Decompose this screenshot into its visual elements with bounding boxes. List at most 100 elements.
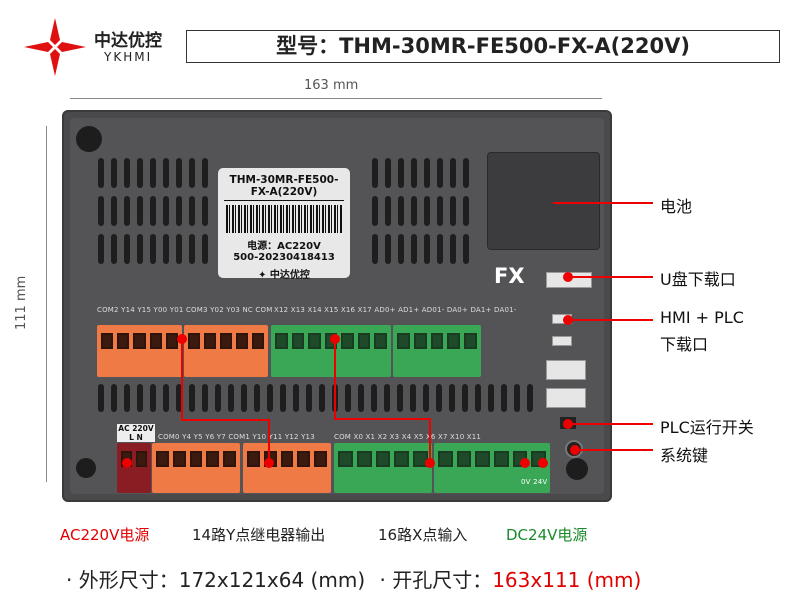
vent-slot <box>228 384 234 412</box>
callout-line <box>181 419 269 421</box>
callout-dot <box>520 458 530 468</box>
vent-slot <box>267 384 273 412</box>
vent-slot <box>98 384 104 412</box>
vent-slot <box>475 384 481 412</box>
vent-slot <box>163 158 169 188</box>
sticker-power: 电源：AC220V <box>247 241 321 252</box>
vent-slot <box>293 384 299 412</box>
vent-slot <box>423 384 429 412</box>
vent-slot <box>202 384 208 412</box>
vent-slot <box>150 196 156 226</box>
vent-slot <box>124 234 130 264</box>
vent-slot <box>124 158 130 188</box>
ac-label: AC 220V <box>118 424 154 433</box>
vent-slot <box>163 384 169 412</box>
vent-slot <box>449 384 455 412</box>
label-ac-power: AC220V电源 <box>60 526 150 544</box>
height-dim-line <box>46 126 47 482</box>
vent-slot <box>254 384 260 412</box>
sticker-brand: ✦ 中达优控 <box>258 270 310 281</box>
vent-slot <box>280 384 286 412</box>
vent-slot <box>98 196 104 226</box>
callout-dot <box>330 334 340 344</box>
vent-slot <box>488 384 494 412</box>
callout-line <box>568 276 653 278</box>
vent-slot <box>189 384 195 412</box>
outer-size-value: 172x121x64 (mm) <box>178 568 366 592</box>
brand-en: YKHMI <box>104 50 153 64</box>
vent-slot <box>463 158 469 188</box>
vent-slot <box>137 158 143 188</box>
mount-hole <box>566 458 588 480</box>
callout-dot <box>563 272 573 282</box>
vent-slot <box>189 196 195 226</box>
sticker-model: THM-30MR-FE500-FX-A(220V) <box>224 174 344 201</box>
callout-battery: 电池 <box>660 197 693 216</box>
vent-slot <box>527 384 533 412</box>
callout-line <box>268 419 270 463</box>
vent-slot <box>398 234 404 264</box>
device-mark: FX <box>494 264 525 288</box>
vent-slot <box>450 158 456 188</box>
callout-line <box>334 340 336 419</box>
logo <box>24 18 86 76</box>
width-dim-line <box>70 98 602 99</box>
vent-slot <box>462 384 468 412</box>
vent-slot <box>111 196 117 226</box>
callout-hmi-plc: HMI + PLC <box>660 308 744 327</box>
product-sticker: THM-30MR-FE500-FX-A(220V) 电源：AC220V 500-… <box>218 168 350 281</box>
vent-slot <box>437 234 443 264</box>
callout-dot <box>264 458 274 468</box>
mini-usb-port-2[interactable] <box>552 336 572 346</box>
mount-hole <box>76 458 96 478</box>
barcode <box>226 205 342 233</box>
callout-line <box>181 340 183 420</box>
dc-pin-label: 0V 24V <box>521 478 548 486</box>
vent-slot <box>385 196 391 226</box>
vent-slot <box>514 384 520 412</box>
label-y-output: 14路Y点继电器输出 <box>192 526 326 544</box>
callout-dot <box>177 334 187 344</box>
rj-port-2[interactable] <box>546 388 586 408</box>
terminal-y-block-2 <box>184 325 268 377</box>
model-title: 型号：THM-30MR-FE500-FX-A(220V) <box>186 30 780 63</box>
vent-slot <box>411 158 417 188</box>
outer-size-label: · 外形尺寸： <box>66 568 179 592</box>
vent-slot <box>372 234 378 264</box>
vent-slot <box>215 384 221 412</box>
rj-port[interactable] <box>546 360 586 380</box>
callout-system-key: 系统键 <box>660 446 709 465</box>
vent-slot <box>411 196 417 226</box>
vent-slot <box>176 384 182 412</box>
vent-slot <box>163 234 169 264</box>
ln-label: L N <box>129 433 143 442</box>
pins-bottom-right: COM X0 X1 X2 X3 X4 X5 X6 X7 X10 X11 <box>334 433 482 441</box>
vent-slot <box>202 234 208 264</box>
vent-slot <box>411 234 417 264</box>
vent-slot <box>176 158 182 188</box>
callout-run-switch: PLC运行开关 <box>660 418 754 437</box>
vent-slot <box>398 196 404 226</box>
sticker-serial: 500-20230418413 <box>233 252 335 263</box>
vent-slot <box>202 158 208 188</box>
pins-bottom-left: COM0 Y4 Y5 Y6 Y7 COM1 Y10 Y11 Y12 Y13 <box>158 433 315 441</box>
label-dc-power: DC24V电源 <box>506 526 588 544</box>
vent-slot <box>137 234 143 264</box>
battery-cover[interactable] <box>487 152 600 250</box>
callout-line <box>553 202 653 204</box>
vent-slot <box>450 196 456 226</box>
vent-slot <box>397 384 403 412</box>
vent-slot <box>372 196 378 226</box>
callout-usb: U盘下载口 <box>660 270 736 289</box>
terminal-ac-power <box>117 443 151 493</box>
width-dim: 163 mm <box>300 78 363 93</box>
vent-slot <box>137 196 143 226</box>
vent-slot <box>437 158 443 188</box>
callout-dot <box>425 458 435 468</box>
vent-slot <box>137 384 143 412</box>
vent-slot <box>372 158 378 188</box>
vent-slot <box>111 158 117 188</box>
vent-slot <box>424 158 430 188</box>
callout-line <box>334 418 430 420</box>
